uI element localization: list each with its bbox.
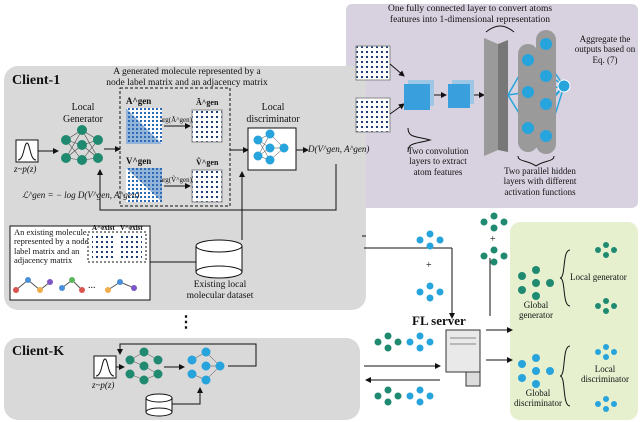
uploaded-discriminator-network-1 (416, 230, 444, 250)
arg-v-label: arg(Ṽ^gen) (160, 176, 192, 184)
server-icon (445, 329, 481, 387)
noise-distribution-icon (15, 139, 39, 163)
client-k-title: Client-K (12, 344, 65, 359)
generated-caption-line-2: node label matrix and an adjacency matri… (106, 77, 268, 88)
uploaded-generator-network-1 (480, 212, 508, 232)
aggregate-caption-3: Eq. (7) (592, 54, 618, 65)
aggregate-caption-2: outputs based on (574, 44, 636, 55)
convolution-layer-1 (404, 80, 434, 110)
hidden-layers-caption-2: layers with different (503, 176, 577, 187)
local-discriminator-copies (559, 344, 617, 412)
global-discriminator-label-1: Global (525, 388, 551, 398)
matrix-a-gen-label: A^gen (126, 96, 152, 106)
global-generator-label: Global generator (512, 300, 560, 321)
noise-label: z~p(z) (14, 164, 37, 174)
local-discriminator-network (253, 129, 289, 165)
convolution-caption-1: Two convolution (407, 146, 469, 156)
generated-caption-line-1: A generated molecule represented by a (113, 67, 261, 77)
fully-connected-caption: One fully connected layer to convert ato… (360, 4, 580, 26)
generated-caption: A generated molecule represented by a no… (92, 67, 282, 89)
client-k-upload-networks (374, 332, 434, 406)
fully-connected-caption-1: One fully connected layer to convert ato… (387, 4, 553, 14)
local-dataset-label-2: molecular dataset (186, 290, 254, 301)
local-dataset-label-1: Existing local (193, 280, 247, 290)
convolution-caption-3: atom features (413, 166, 463, 177)
local-generator-label: Local Generator (56, 102, 110, 125)
molecule-ellipsis: ... (88, 280, 96, 291)
local-discriminator-copies-label: Local discriminator (574, 364, 636, 385)
discriminator-output-label: D(V^gen, A^gen) (308, 144, 370, 154)
discrete-adjacency-matrix (191, 109, 223, 143)
convolution-caption: Two convolution layers to extract atom f… (398, 146, 478, 177)
client-k-generator-network (125, 347, 163, 385)
local-discriminator-label-1: Local (261, 102, 285, 113)
existing-caption-line-2: represented by a node (14, 236, 89, 247)
global-discriminator-network (518, 354, 554, 388)
a-exist-label: A^exist (92, 224, 115, 232)
existing-caption-line-4: adjacency matrix (14, 255, 73, 266)
global-generator-label-1: Global (523, 300, 549, 310)
generated-matrices-box (119, 87, 231, 207)
local-dataset-cylinder (195, 239, 243, 279)
local-generator-label-1: Local (71, 102, 95, 113)
convolution-layer-2 (448, 80, 474, 108)
generated-adjacency-matrix (126, 108, 162, 144)
global-generator-network (518, 266, 554, 300)
local-discriminator-copies-label-2: discriminator (581, 374, 629, 385)
existing-caption-line-3: label matrix and an (14, 245, 80, 256)
aggregate-caption: Aggregate the outputs based on Eq. (7) (572, 34, 638, 65)
aggregate-caption-1: Aggregate the (579, 34, 631, 44)
client-k-noise-icon (93, 355, 117, 379)
matrix-v-gen-label: V^gen (126, 156, 152, 166)
local-discriminator-copies-label-1: Local (594, 364, 616, 374)
global-generator-label-2: generator (519, 310, 553, 321)
global-discriminator-label: Global discriminator (508, 388, 568, 409)
generator-loss-label: ℒ^gen = − log D(V^gen, A^gen) (22, 190, 140, 200)
fl-server-label: FL server (412, 313, 466, 328)
client-k-noise-label: z~p(z) (92, 380, 115, 390)
local-discriminator-label: Local discriminator (240, 102, 306, 125)
existing-molecule-graphs (13, 277, 137, 293)
uploaded-generator-network-2 (480, 246, 508, 266)
plus-sign-2: + (490, 234, 496, 245)
clients-ellipsis: ⋮ (178, 314, 194, 331)
local-generator-network (61, 125, 103, 165)
existing-caption-line-1: An existing molecule (14, 227, 87, 237)
v-exist-label: V^exist (120, 224, 143, 232)
client-1-title: Client-1 (12, 73, 61, 88)
uploaded-discriminator-network-2 (416, 282, 444, 302)
client-k-discriminator-network (187, 347, 225, 385)
arg-a-label: arg(Ã^gen) (160, 116, 192, 124)
local-dataset-label: Existing local molecular dataset (180, 280, 260, 302)
matrix-a-discrete-label: Ã^gen (196, 98, 219, 107)
local-discriminator-label-2: discriminator (246, 113, 300, 125)
generated-node-matrix (126, 168, 162, 202)
hidden-layers-caption: Two parallel hidden layers with differen… (490, 166, 590, 197)
discrete-node-matrix (191, 169, 223, 203)
fully-connected-caption-2: features into 1-dimensional representati… (389, 14, 551, 25)
hidden-layer-columns (518, 30, 571, 154)
global-discriminator-label-2: discriminator (514, 398, 562, 409)
input-matrices (355, 45, 391, 133)
plus-sign-1: + (426, 260, 432, 271)
fully-connected-layer (484, 38, 508, 156)
hidden-layers-caption-3: activation functions (504, 186, 576, 197)
local-generator-copies (559, 242, 617, 314)
matrix-v-discrete-label: Ṽ^gen (196, 158, 219, 167)
global-models-panel (510, 222, 638, 420)
existing-molecule-caption: An existing molecule represented by a no… (14, 227, 89, 266)
client-k-dataset-cylinder (145, 393, 173, 417)
hidden-layers-caption-1: Two parallel hidden (504, 166, 576, 176)
convolution-caption-2: layers to extract (409, 156, 467, 167)
local-generator-copies-label: Local generator (570, 272, 627, 282)
local-generator-label-2: Generator (63, 113, 103, 125)
client-k-panel (4, 338, 360, 420)
